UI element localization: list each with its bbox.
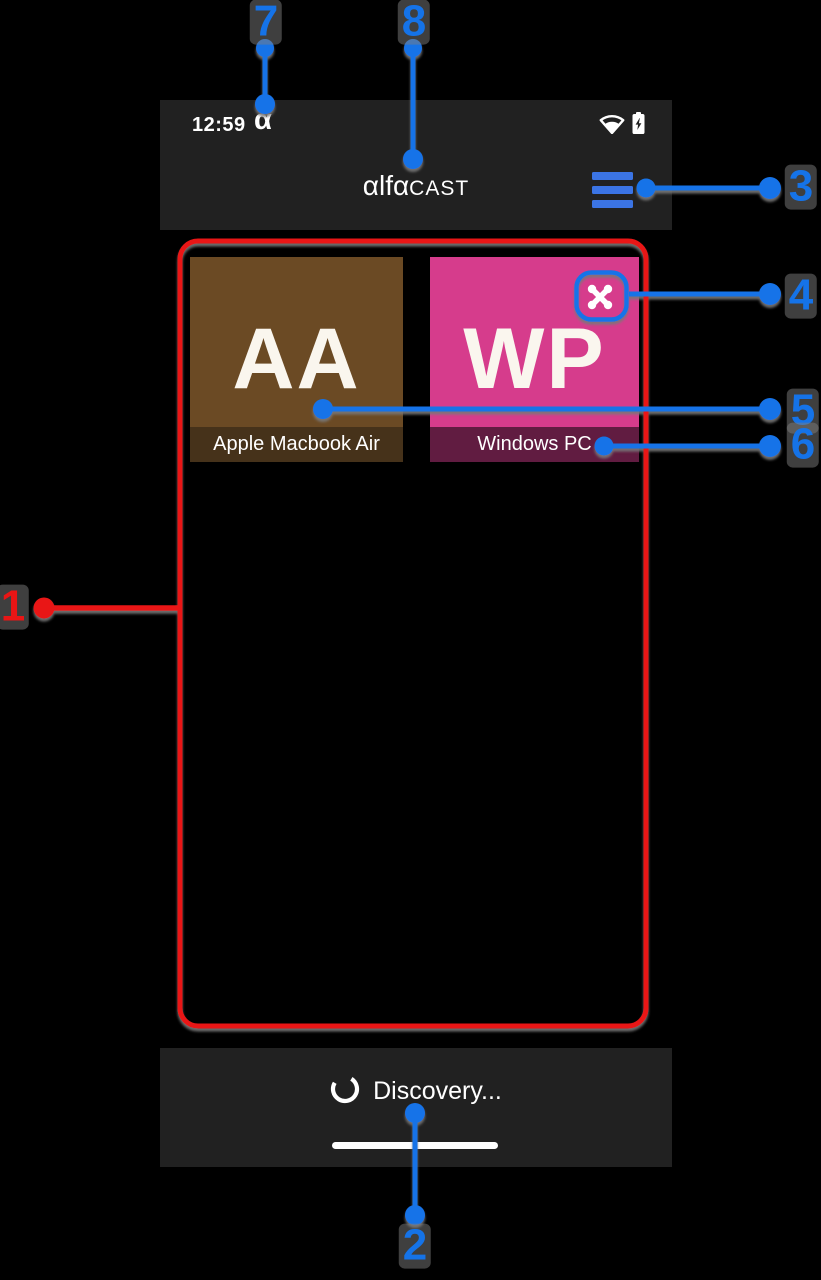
top-bar: 12:59 α αlfαCAST: [160, 100, 672, 230]
discovery-status-bar: Discovery...: [160, 1048, 672, 1167]
device-name-label: Apple Macbook Air: [190, 427, 403, 462]
hamburger-bar: [592, 186, 633, 194]
status-time: 12:59: [192, 114, 246, 136]
loading-spinner-icon: [330, 1074, 360, 1109]
device-name-label: Windows PC: [430, 427, 639, 462]
discovery-row: Discovery...: [160, 1074, 672, 1109]
marker1-dot: [33, 597, 55, 619]
annotation-label-2: 2: [398, 1223, 432, 1269]
battery-charging-icon: [632, 112, 645, 140]
hamburger-bar: [592, 200, 633, 208]
annotation-label-3: 3: [784, 164, 818, 210]
x-close-icon[interactable]: [583, 280, 617, 314]
device-tile-apple-macbook-air[interactable]: AA Apple Macbook Air: [190, 257, 403, 462]
app-title: αlfαCAST: [160, 172, 672, 205]
marker3-dot: [759, 177, 781, 199]
marker4-dot: [759, 283, 781, 305]
annotation-label-8: 8: [397, 0, 431, 45]
status-icons: [599, 112, 645, 140]
annotation-label-4: 4: [784, 273, 818, 319]
device-tile-windows-pc[interactable]: WP Windows PC: [430, 257, 639, 462]
marker6-dot: [759, 435, 781, 457]
wifi-icon: [599, 114, 625, 139]
app-title-cast: CAST: [409, 177, 470, 200]
app-title-alpha: αlfα: [362, 170, 410, 201]
annotation-label-6: 6: [786, 422, 820, 468]
marker5-dot: [759, 398, 781, 420]
hamburger-bar: [592, 172, 633, 180]
annotation-label-1: 1: [0, 584, 30, 630]
home-indicator[interactable]: [332, 1142, 498, 1149]
annotation-label-7: 7: [249, 0, 283, 45]
discovery-status-text: Discovery...: [373, 1077, 502, 1105]
hamburger-menu-button[interactable]: [592, 172, 633, 208]
alfacast-notification-icon: α: [254, 104, 272, 136]
